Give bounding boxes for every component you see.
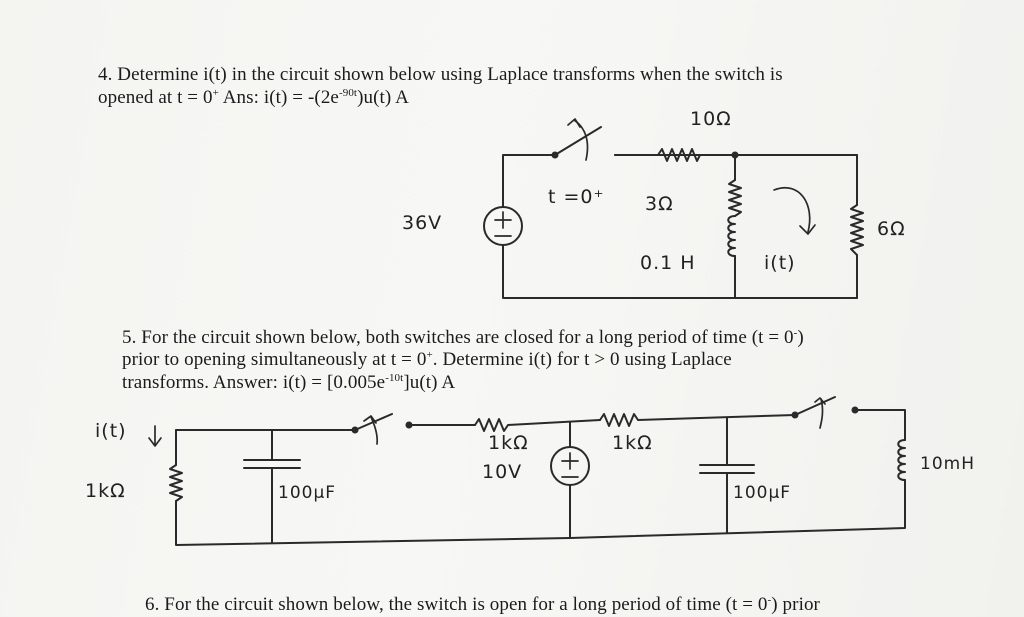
problem-4-line-1: 4. Determine i(t) in the circuit shown b…	[98, 64, 783, 85]
label-5-current-i-t: i(t)	[95, 420, 127, 442]
label-r-10-ohm: 10Ω	[690, 108, 732, 130]
problem-5-line-2: prior to opening simultaneously at t = 0…	[122, 349, 732, 370]
switch-5b-blade	[794, 396, 836, 416]
label-5-source-10v: 10V	[482, 461, 523, 483]
label-switch-time: t =0⁺	[548, 186, 605, 208]
problem-4-line-2: opened at t = 0+ Ans: i(t) = -(2e-90t)u(…	[98, 87, 409, 108]
resistor-1k-right	[599, 413, 796, 427]
resistor-10-ohm	[614, 148, 736, 162]
resistor-3-ohm	[728, 179, 742, 217]
label-5-r-left: 1kΩ	[85, 480, 126, 502]
label-r-3-ohm: 3Ω	[645, 193, 674, 215]
label-r-6-ohm: 6Ω	[877, 218, 906, 240]
voltage-source-36v	[483, 206, 523, 246]
problem-5-line-3: transforms. Answer: i(t) = [0.005e-10t]u…	[122, 372, 456, 393]
label-current-i-t: i(t)	[764, 252, 796, 274]
inductor-10mh	[897, 439, 906, 481]
problem-5-line-1: 5. For the circuit shown below, both swi…	[122, 327, 804, 348]
inductor-0.1h	[727, 215, 736, 257]
resistor-1k-left	[474, 418, 601, 432]
label-5-cap-right: 100μF	[733, 483, 792, 503]
resistor-6-ohm	[850, 204, 864, 256]
label-5-r-mid1: 1kΩ	[488, 432, 529, 454]
label-5-cap-left: 100μF	[278, 483, 337, 503]
label-5-inductor-10mh: 10mH	[920, 454, 975, 474]
label-inductor-0.1h: 0.1 H	[640, 252, 696, 274]
problem-6-line-1: 6. For the circuit shown below, the swit…	[145, 594, 820, 615]
label-5-r-mid2: 1kΩ	[612, 432, 653, 454]
switch-4-blade	[554, 126, 602, 156]
current-arrow	[773, 187, 811, 233]
label-source-36v: 36V	[402, 212, 443, 234]
resistor-1k-left-vertical	[169, 464, 183, 502]
